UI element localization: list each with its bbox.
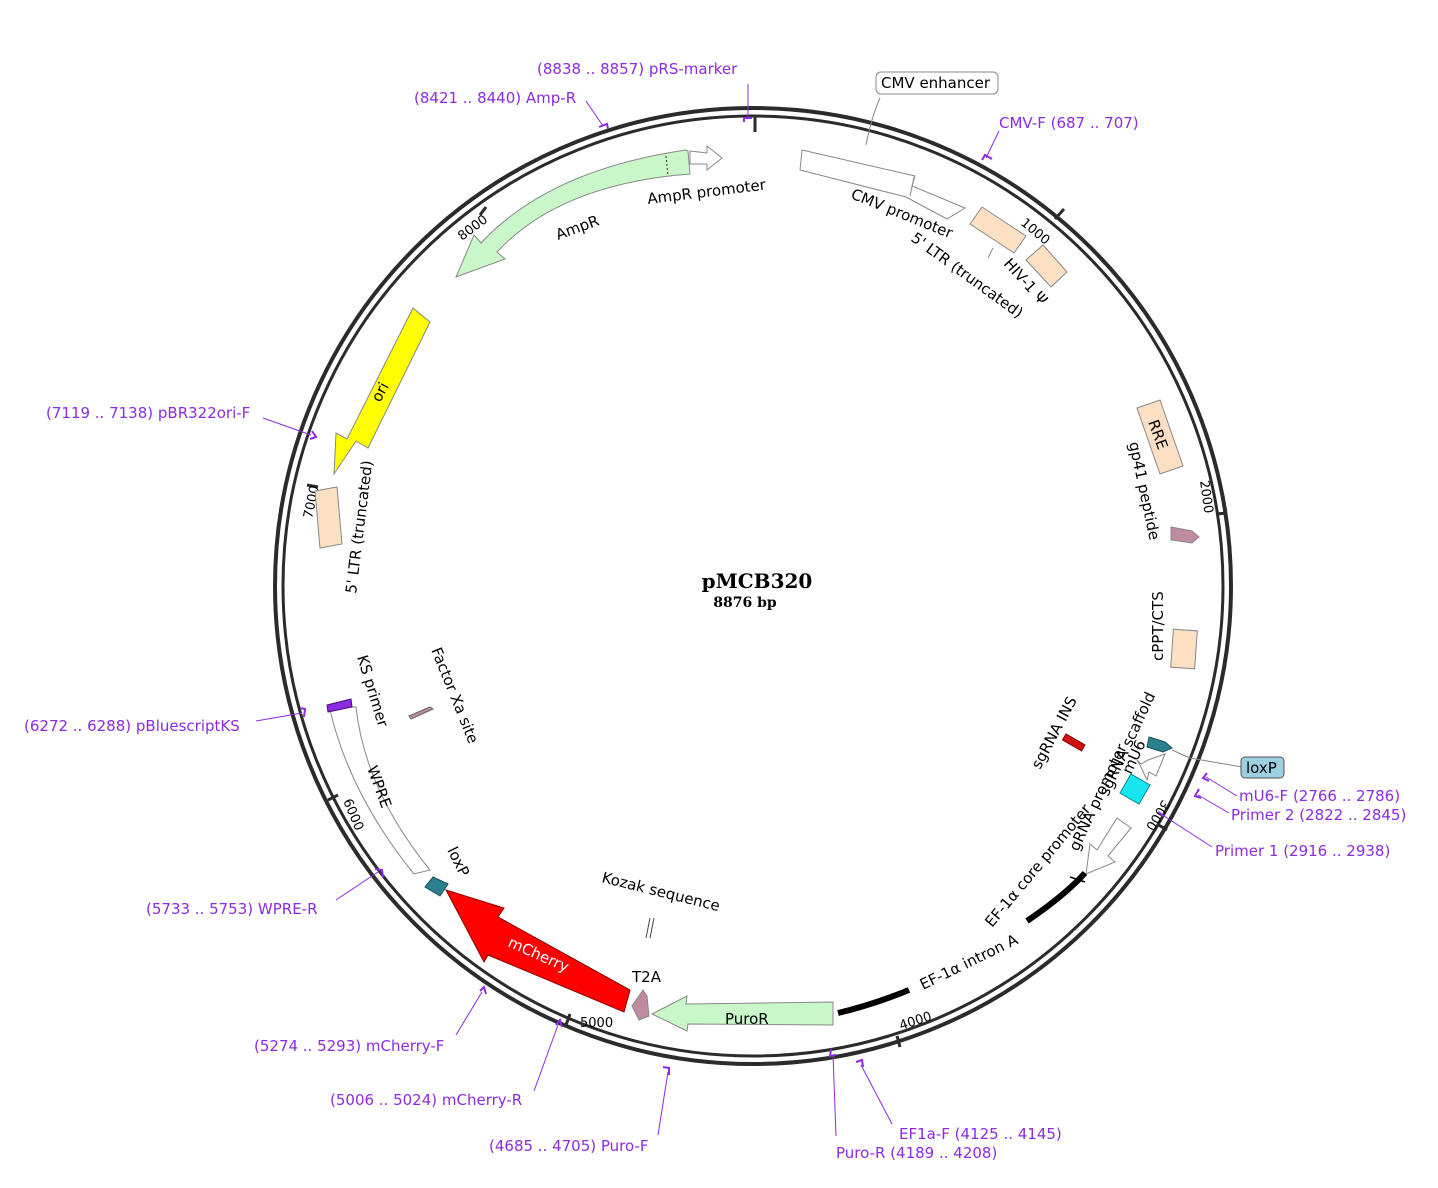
plasmid-name: pMCB320 (702, 569, 813, 593)
primer-primer1: Primer 1 (2916 .. 2938) (1157, 811, 1390, 860)
svg-text:AmpR: AmpR (553, 212, 601, 244)
ltr5-truncated-left-feature: 5' LTR (truncated) (314, 459, 376, 594)
svg-text:EF1a-F (4125 .. 4145): EF1a-F (4125 .. 4145) (899, 1125, 1062, 1143)
factor-xa-feature: Factor Xa site (408, 645, 482, 746)
svg-text:(6272 .. 6288) pBluescriptKS: (6272 .. 6288) pBluescriptKS (24, 717, 240, 735)
sgrna-ins-feature: sgRNA INS (1028, 694, 1086, 772)
svg-text:Primer 1 (2916 .. 2938): Primer 1 (2916 .. 2938) (1215, 842, 1390, 860)
svg-text:KS primer: KS primer (353, 653, 392, 730)
primer-amp-r: (8421 .. 8440) Amp-R (414, 89, 609, 130)
wpre-feature: WPRE (329, 706, 431, 875)
svg-text:Kozak sequence: Kozak sequence (600, 868, 722, 915)
primer-wpre-r: (5733 .. 5753) WPRE-R (146, 868, 384, 918)
primer-pbr322ori-f: (7119 .. 7138) pBR322ori-F (46, 404, 318, 440)
backbone-outer-ring (273, 106, 1233, 1066)
svg-text:(5733 .. 5753) WPRE-R: (5733 .. 5753) WPRE-R (146, 900, 318, 918)
ampr-arrow: AmpR (455, 149, 691, 278)
svg-text:CMV enhancer: CMV enhancer (881, 74, 991, 92)
primer-ef1a-f: EF1a-F (4125 .. 4145) (855, 1058, 1062, 1143)
svg-text:(8838 .. 8857) pRS-marker: (8838 .. 8857) pRS-marker (537, 60, 738, 78)
svg-text:cPPT/CTS: cPPT/CTS (1149, 591, 1167, 661)
svg-text:(5006 .. 5024) mCherry-R: (5006 .. 5024) mCherry-R (330, 1091, 522, 1109)
primer-puro-f: (4685 .. 4705) Puro-F (489, 1066, 670, 1155)
kozak-sequence-feature: Kozak sequence (600, 868, 722, 939)
primer-pbluescriptks: (6272 .. 6288) pBluescriptKS (24, 707, 307, 735)
primer-mcherry-r: (5006 .. 5024) mCherry-R (330, 1017, 563, 1109)
svg-text:5' LTR (truncated): 5' LTR (truncated) (342, 459, 376, 594)
svg-text:PuroR: PuroR (725, 1010, 769, 1028)
svg-text:Puro-R (4189 .. 4208): Puro-R (4189 .. 4208) (836, 1144, 997, 1162)
cmv-enhancer-feature: CMV enhancer (865, 71, 999, 146)
svg-text:2000: 2000 (1196, 479, 1215, 514)
svg-text:CMV-F (687 .. 707): CMV-F (687 .. 707) (999, 114, 1139, 132)
ef1a-core-promoter-arrow: EF-1α core promoter (981, 800, 1132, 931)
loxp-callout: loxP (1189, 756, 1285, 779)
svg-text:(5274 .. 5293) mCherry-F: (5274 .. 5293) mCherry-F (254, 1037, 444, 1055)
svg-text:loxP: loxP (1246, 759, 1277, 777)
ori-arrow: ori (333, 307, 431, 476)
primer-primer2: Primer 2 (2822 .. 2845) (1193, 788, 1406, 824)
mcherry-arrow: mCherry (444, 889, 631, 1013)
svg-text:mU6-F (2766 .. 2786): mU6-F (2766 .. 2786) (1239, 787, 1400, 805)
svg-text:loxP: loxP (443, 844, 473, 880)
svg-text:Primer 2 (2822 .. 2845): Primer 2 (2822 .. 2845) (1231, 806, 1406, 824)
svg-text:Factor Xa site: Factor Xa site (427, 645, 482, 746)
primer-prs-marker: (8838 .. 8857) pRS-marker (537, 60, 752, 122)
cppt-cts-feature: cPPT/CTS (1149, 591, 1198, 670)
loxp-feature: loxP (424, 844, 473, 897)
svg-text:AmpR promoter: AmpR promoter (646, 175, 767, 207)
t2a-feature: T2A (631, 968, 662, 1021)
cmv-promoter-arrow: CMV promoter (799, 149, 967, 242)
backbone-inner-ring (281, 114, 1225, 1058)
svg-text:(8421 .. 8440) Amp-R: (8421 .. 8440) Amp-R (414, 89, 576, 107)
svg-text:(4685 .. 4705) Puro-F: (4685 .. 4705) Puro-F (489, 1137, 649, 1155)
primer-puro-r: Puro-R (4189 .. 4208) (828, 1048, 997, 1162)
svg-text:(7119 .. 7138) pBR322ori-F: (7119 .. 7138) pBR322ori-F (46, 404, 250, 422)
svg-text:EF-1α intron A: EF-1α intron A (917, 930, 1022, 993)
primer-mcherry-f: (5274 .. 5293) mCherry-F (254, 985, 487, 1055)
tick-2000: 2000 (1196, 479, 1228, 516)
primer-mu6-f: mU6-F (2766 .. 2786) (1201, 772, 1400, 805)
svg-text:sgRNA INS: sgRNA INS (1028, 694, 1081, 772)
puror-arrow: PuroR (650, 995, 834, 1032)
plasmid-size: 8876 bp (713, 595, 777, 611)
rre-feature: RRE (1136, 399, 1184, 475)
primer-cmv-f: CMV-F (687 .. 707) (981, 114, 1139, 161)
svg-text:5000: 5000 (580, 1016, 613, 1031)
svg-text:T2A: T2A (631, 968, 662, 986)
ef1a-intron-feature: EF-1α intron A (837, 870, 1088, 1016)
tick-5000: 5000 (564, 1013, 613, 1031)
